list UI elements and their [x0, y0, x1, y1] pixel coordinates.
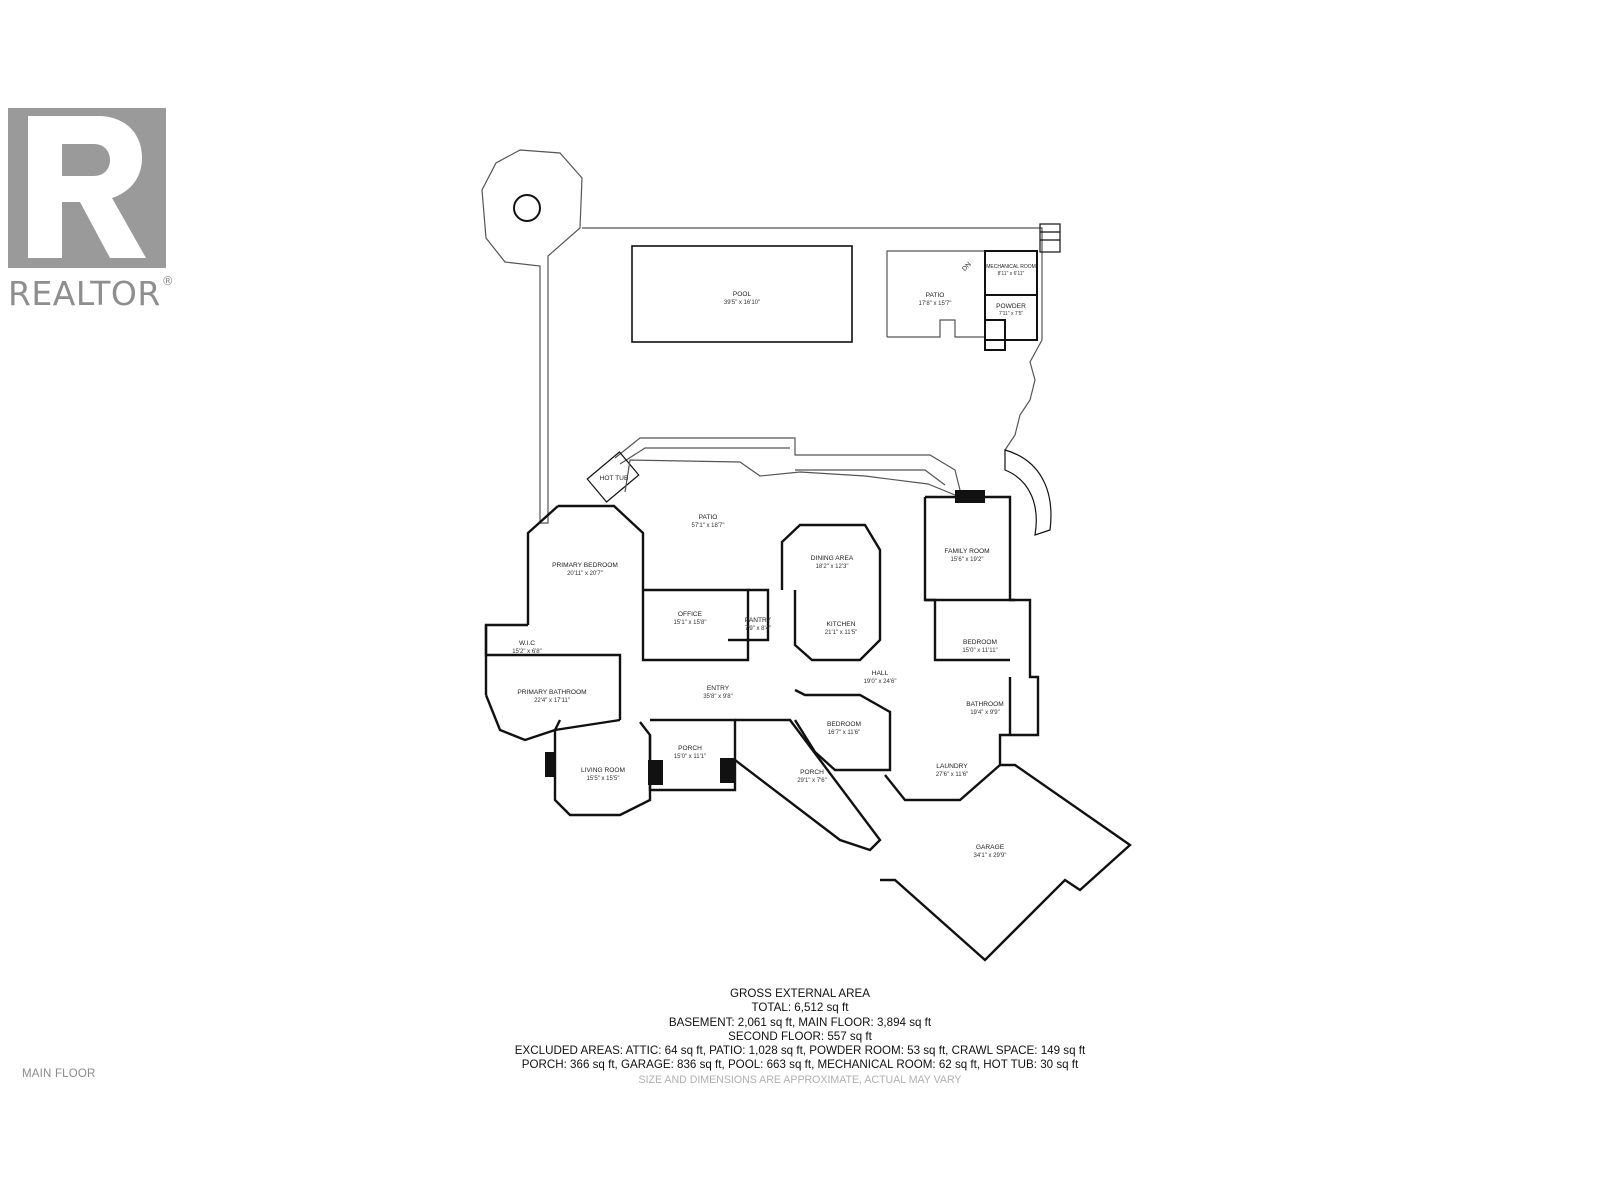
gazebo-deck: [481, 149, 583, 524]
room-entry-name: ENTRY: [707, 685, 730, 692]
curved-stair-icon: [1004, 449, 1052, 536]
room-laundry-dims: 27'6" x 11'6": [936, 772, 968, 778]
room-mechanical-name: MECHANICAL ROOM: [986, 264, 1036, 270]
room-dn-label: DN: [961, 261, 973, 273]
room-hot-tub-name: HOT TUB: [600, 475, 629, 482]
room-dining-name: DINING AREA: [811, 555, 854, 562]
r-letter-icon: [28, 116, 146, 258]
room-primary-bedroom-name: PRIMARY BEDROOM: [552, 562, 618, 569]
deck-edge: [582, 227, 1043, 451]
porch-column-right-icon: [720, 758, 735, 783]
area-excluded-2: PORCH: 366 sq ft, GARAGE: 836 sq ft, POO…: [521, 1058, 1079, 1072]
room-bathroom-name: BATHROOM: [966, 701, 1004, 708]
area-excluded-1: EXCLUDED AREAS: ATTIC: 64 sq ft, PATIO: …: [514, 1044, 1086, 1058]
room-kitchen-dims: 21'1" x 11'5": [825, 630, 857, 636]
room-primary-bath-name: PRIMARY BATHROOM: [517, 689, 586, 696]
room-powder-dims: 7'11" x 7'5": [999, 311, 1023, 317]
room-primary-bath-dims: 22'4" x 17'11": [534, 698, 570, 704]
room-porch-side-name: PORCH: [800, 769, 824, 776]
room-mechanical-dims: 8'11" x 6'11": [998, 271, 1025, 277]
room-patio-main-name: PATIO: [699, 514, 718, 521]
gross-area-summary: GROSS EXTERNAL AREA TOTAL: 6,512 sq ft B…: [500, 987, 1100, 1087]
porch-column-left-icon: [648, 760, 663, 785]
area-disclaimer: SIZE AND DIMENSIONS ARE APPROXIMATE, ACT…: [638, 1073, 962, 1086]
room-pool-name: POOL: [733, 291, 752, 298]
room-family-dims: 15'6" x 19'2": [951, 557, 984, 563]
room-office-name: OFFICE: [678, 611, 703, 618]
room-patio-upper-dims: 17'8" x 15'7": [919, 301, 952, 307]
room-pantry-dims: 7'9" x 8'4": [745, 626, 771, 632]
area-basement-main: BASEMENT: 2,061 sq ft, MAIN FLOOR: 3,894…: [668, 1015, 932, 1029]
room-porch-side-dims: 29'1" x 7'6": [797, 778, 827, 784]
room-bathroom-dims: 19'4" x 9'9": [970, 710, 1000, 716]
firepit-icon: [513, 194, 541, 222]
room-wic-dims: 15'2" x 6'8": [512, 649, 542, 655]
stairs-icon: [1039, 223, 1061, 253]
room-garage-name: GARAGE: [976, 844, 1005, 851]
room-garage-dims: 34'1" x 29'9": [974, 853, 1007, 859]
room-powder-name: POWDER: [996, 303, 1026, 310]
plan-outlines: [481, 149, 1061, 536]
powder-outline: [984, 294, 1038, 341]
patio-upper-outline: [886, 250, 986, 338]
room-patio-upper-name: PATIO: [926, 292, 945, 299]
room-hall-name: HALL: [872, 670, 889, 677]
room-labels: POOL 39'5" x 16'10" PATIO 17'8" x 15'7" …: [512, 261, 1036, 859]
room-entry-dims: 35'8" x 9'8": [703, 694, 733, 700]
fireplace-icon: [545, 752, 554, 777]
room-living-dims: 15'5" x 15'5": [587, 776, 620, 782]
room-bedroom-center-name: BEDROOM: [827, 721, 861, 728]
room-kitchen-name: KITCHEN: [827, 621, 856, 628]
utility-closet-outline: [984, 319, 1006, 351]
room-bedroom-center-dims: 16'7" x 11'6": [828, 730, 860, 736]
room-hall-dims: 19'0" x 24'6": [864, 679, 897, 685]
room-living-name: LIVING ROOM: [581, 767, 625, 774]
floor-label: MAIN FLOOR: [22, 1068, 96, 1080]
fixtures: [545, 490, 985, 785]
family-fireplace-icon: [955, 490, 985, 503]
room-patio-main-dims: 57'1" x 18'7": [692, 523, 725, 529]
room-bedroom-east-name: BEDROOM: [963, 639, 997, 646]
area-total: TOTAL: 6,512 sq ft: [751, 1001, 849, 1015]
area-heading: GROSS EXTERNAL AREA: [729, 987, 871, 1000]
realtor-logo: REALTOR®: [8, 108, 183, 313]
realtor-wordmark: REALTOR®: [8, 274, 175, 313]
room-pantry-name: PANTRY: [745, 617, 772, 624]
area-second-floor: SECOND FLOOR: 557 sq ft: [728, 1029, 872, 1043]
room-primary-bedroom-dims: 20'11" x 20'7": [567, 571, 603, 577]
room-pool-dims: 39'5" x 16'10": [724, 300, 760, 306]
room-porch-front-dims: 15'0" x 11'1": [674, 754, 706, 760]
room-porch-front-name: PORCH: [678, 745, 702, 752]
room-wic-name: W.I.C: [519, 640, 535, 647]
pool-outline: [631, 245, 853, 343]
room-bedroom-east-dims: 15'0" x 11'11": [962, 648, 997, 654]
room-laundry-name: LAUNDRY: [936, 763, 968, 770]
patio-main-outline: [624, 459, 956, 496]
room-office-dims: 15'1" x 15'8": [674, 620, 707, 626]
deck-stair-lines: [614, 437, 961, 491]
realtor-r-mark: [8, 108, 166, 268]
room-family-name: FAMILY ROOM: [944, 548, 989, 555]
room-dining-dims: 18'2" x 12'3": [816, 564, 849, 570]
